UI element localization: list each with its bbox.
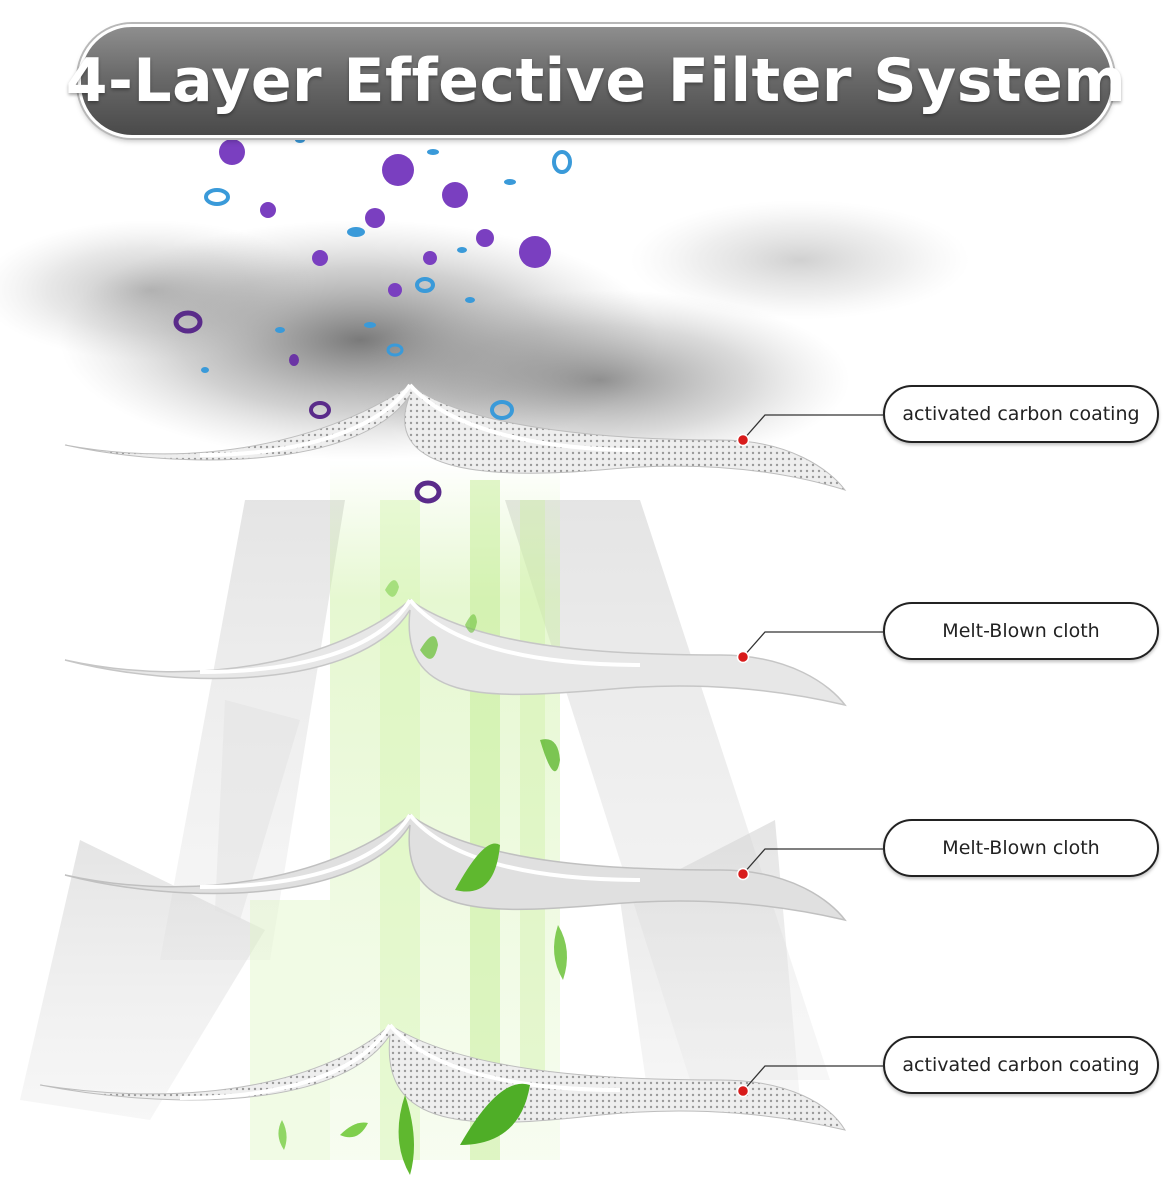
- marker-dot: [738, 652, 749, 663]
- title-banner: 4-Layer Effective Filter System: [78, 24, 1114, 138]
- layer-4-label: activated carbon coating: [883, 1036, 1159, 1094]
- layer-1-label: activated carbon coating: [883, 385, 1159, 443]
- marker-dot: [738, 435, 749, 446]
- marker-dot: [738, 1086, 749, 1097]
- layer-2-label: Melt-Blown cloth: [883, 602, 1159, 660]
- page-title: 4-Layer Effective Filter System: [66, 46, 1127, 116]
- marker-dot: [738, 869, 749, 880]
- layer-3-label: Melt-Blown cloth: [883, 819, 1159, 877]
